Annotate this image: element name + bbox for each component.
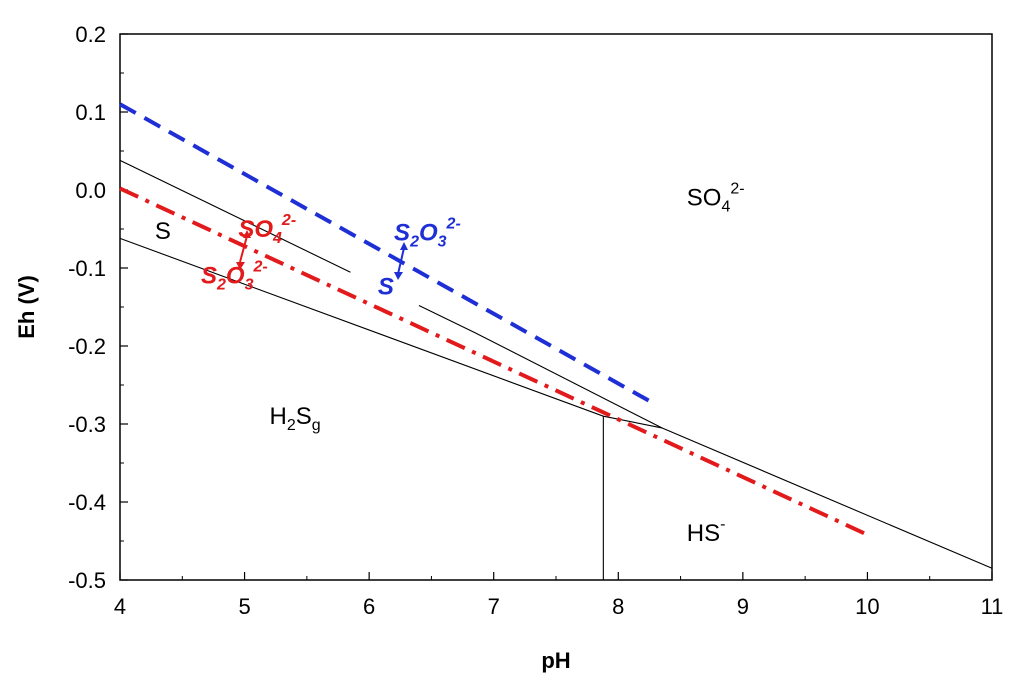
region-label: SO42- bbox=[687, 181, 745, 216]
y-tick-label: 0.1 bbox=[75, 100, 106, 125]
x-tick-label: 9 bbox=[737, 594, 749, 619]
plot-frame bbox=[119, 33, 993, 581]
region-label: H2Sg bbox=[269, 403, 320, 434]
x-axis-title: pH bbox=[541, 648, 570, 673]
boundary-line bbox=[661, 427, 993, 569]
region-label: S bbox=[155, 218, 171, 245]
species-annotation: S2O32- bbox=[201, 259, 268, 294]
y-tick-label: -0.1 bbox=[68, 256, 106, 281]
species-annotation: S bbox=[378, 274, 394, 301]
x-tick-label: 11 bbox=[981, 594, 1004, 619]
blue-arrowhead bbox=[394, 272, 403, 280]
tick-labels: 4 5 6 7 8 9 10 11 0.2 0.1 0.0 -0.1 -0.2 -0.3 -0.4 -0.5 bbox=[68, 22, 1003, 619]
y-axis-title: Eh (V) bbox=[14, 275, 39, 339]
red-arrowhead bbox=[243, 230, 251, 238]
red-dashdot-line bbox=[119, 186, 869, 537]
x-tick-label: 8 bbox=[612, 594, 624, 619]
boundary-line bbox=[119, 159, 351, 273]
species-annotation: S2O32- bbox=[394, 216, 461, 251]
phase-boundaries bbox=[119, 159, 993, 580]
species-annotation: SO42- bbox=[238, 212, 296, 247]
blue-arrow bbox=[397, 247, 405, 275]
x-tick-label: 6 bbox=[363, 594, 375, 619]
y-tick-label: -0.3 bbox=[68, 412, 106, 437]
x-tick-label: 5 bbox=[238, 594, 250, 619]
y-tick-label: 0.2 bbox=[75, 22, 106, 47]
y-tick-label: -0.5 bbox=[68, 568, 106, 593]
region-label: HS- bbox=[687, 516, 726, 547]
y-tick-label: 0.0 bbox=[75, 178, 106, 203]
red-arrowhead bbox=[236, 262, 245, 270]
blue-dashed-line bbox=[119, 102, 657, 407]
x-tick-label: 10 bbox=[855, 594, 879, 619]
x-tick-label: 4 bbox=[114, 594, 126, 619]
y-tick-label: -0.4 bbox=[68, 490, 106, 515]
red-arrow bbox=[239, 235, 248, 263]
blue-arrowhead bbox=[400, 242, 408, 250]
annotations: SO42-S2O32-S2O32-S bbox=[201, 212, 461, 301]
boundary-line bbox=[418, 305, 663, 429]
stability-lines bbox=[119, 102, 869, 537]
x-tick-label: 7 bbox=[488, 594, 500, 619]
y-tick-label: -0.2 bbox=[68, 334, 106, 359]
axes bbox=[119, 33, 993, 581]
